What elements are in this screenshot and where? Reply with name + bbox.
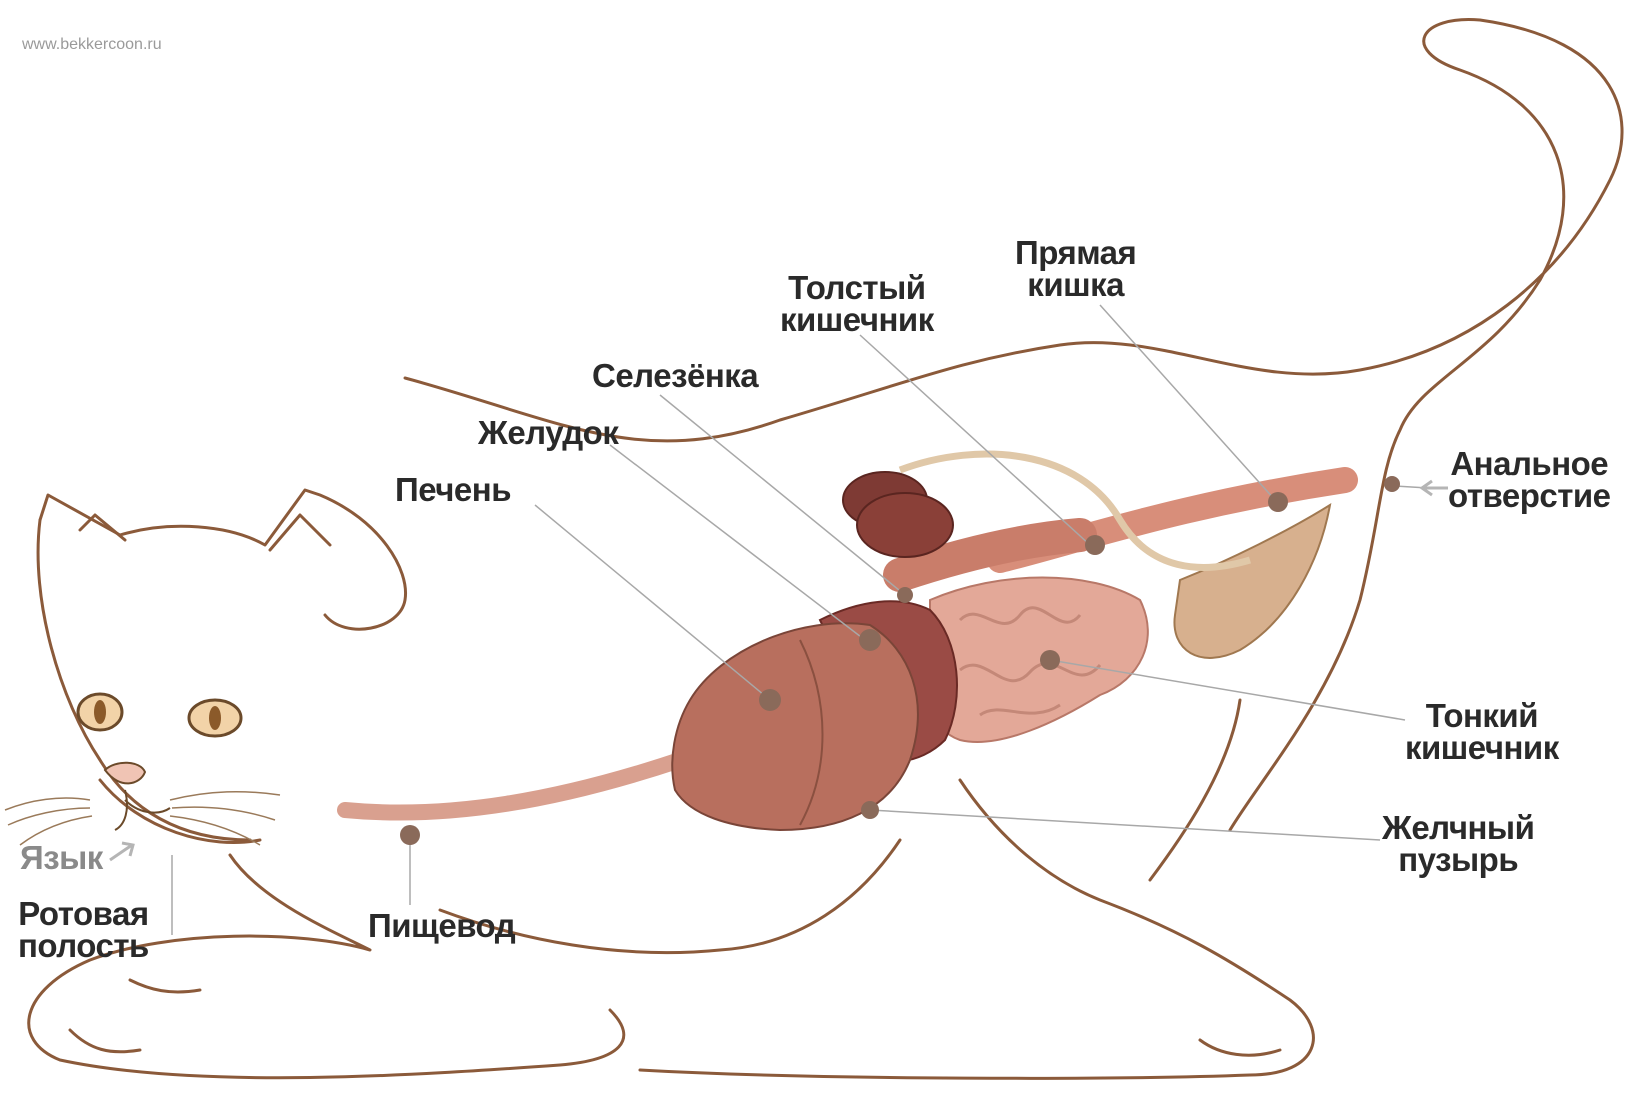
left-pupil (94, 700, 106, 724)
mouth (115, 790, 170, 830)
label-rectum-line1: Прямая (1015, 237, 1136, 269)
dot-spleen (897, 587, 913, 603)
dot-gallbladder (861, 801, 879, 819)
label-anus: Анальное отверстие (1448, 448, 1611, 512)
label-liver: Печень (395, 474, 511, 506)
cat-outline (29, 20, 1622, 1079)
label-large-intestine-line1: Толстый (780, 272, 934, 304)
label-small-intestine-line1: Тонкий (1405, 700, 1559, 732)
label-small-intestine-line2: кишечник (1405, 732, 1559, 764)
label-rectum: Прямая кишка (1015, 237, 1136, 301)
label-gallbladder: Желчный пузырь (1382, 812, 1534, 876)
dot-large-intestine (1085, 535, 1105, 555)
label-large-intestine: Толстый кишечник (780, 272, 934, 336)
leader-gallbladder (870, 810, 1380, 840)
front-legs (29, 855, 624, 1078)
dot-anus (1384, 476, 1400, 492)
label-tongue-text: Язык (20, 842, 103, 874)
kidney-right (857, 493, 953, 557)
esophagus-organ (345, 760, 680, 813)
cat-face (5, 694, 280, 845)
dot-stomach (859, 629, 881, 651)
liver-organ (672, 623, 918, 830)
tongue-arrow-icon (110, 843, 133, 860)
hind-toes (1200, 1040, 1280, 1055)
label-large-intestine-line2: кишечник (780, 304, 934, 336)
leader-liver (535, 505, 770, 700)
label-oral-cavity: Ротовая полость (18, 898, 149, 962)
right-ear-inner (270, 515, 330, 550)
bladder-organ (1174, 505, 1330, 658)
label-stomach: Желудок (478, 417, 618, 449)
left-ear-inner (80, 515, 125, 540)
label-liver-text: Печень (395, 474, 511, 506)
label-spleen-text: Селезёнка (592, 360, 758, 392)
organs (345, 454, 1345, 830)
anus-arrow-icon (1422, 481, 1448, 495)
leader-stomach (610, 445, 865, 640)
label-small-intestine: Тонкий кишечник (1405, 700, 1559, 764)
right-pupil (209, 706, 221, 730)
label-anus-line2: отверстие (1448, 480, 1611, 512)
label-anus-line1: Анальное (1448, 448, 1611, 480)
head-outline (40, 490, 406, 629)
dot-liver (759, 689, 781, 711)
label-stomach-text: Желудок (478, 417, 618, 449)
label-gallbladder-line2: пузырь (1382, 844, 1534, 876)
dot-esophagus (400, 825, 420, 845)
label-gallbladder-line1: Желчный (1382, 812, 1534, 844)
label-esophagus-text: Пищевод (368, 910, 515, 942)
hind-leg-inner (1150, 700, 1240, 880)
dot-rectum (1268, 492, 1288, 512)
small-intestine-organ (926, 578, 1148, 742)
nose (105, 763, 145, 784)
label-rectum-line2: кишка (1015, 269, 1136, 301)
label-esophagus: Пищевод (368, 910, 515, 942)
paw-toes (70, 980, 200, 1052)
dot-small-intestine (1040, 650, 1060, 670)
label-spleen: Селезёнка (592, 360, 758, 392)
label-oral-cavity-line1: Ротовая (18, 898, 149, 930)
label-oral-cavity-line2: полость (18, 930, 149, 962)
leader-rectum (1100, 305, 1275, 500)
label-tongue: Язык (20, 842, 103, 874)
